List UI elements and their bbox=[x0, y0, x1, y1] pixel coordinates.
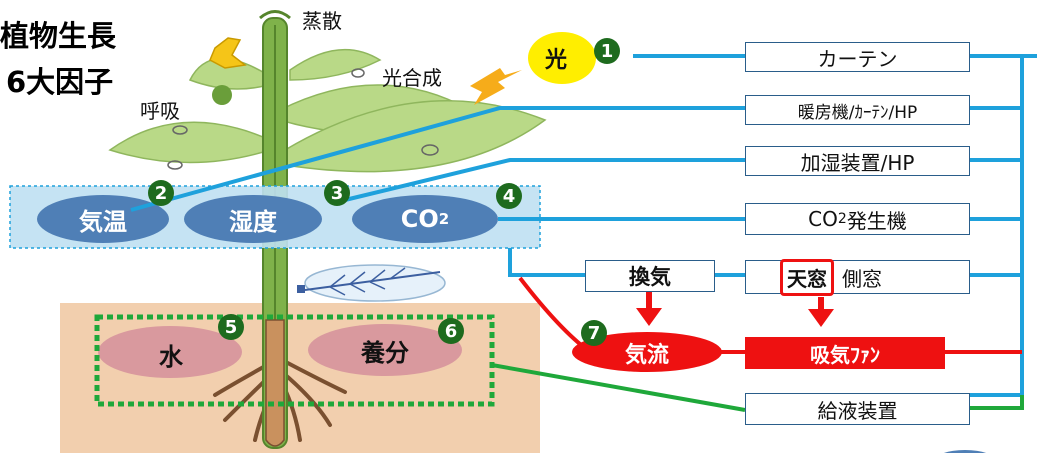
badge-7: 7 bbox=[581, 320, 607, 346]
equipment-window-group: 天窓 側窓 bbox=[745, 258, 970, 296]
ellipse-humidity bbox=[184, 195, 322, 243]
factor-light-label: 光 bbox=[544, 48, 567, 73]
equipment-nutrient-supply: 給液装置 bbox=[745, 393, 970, 425]
badge-6: 6 bbox=[438, 318, 464, 344]
equipment-side-window: 側窓 bbox=[842, 266, 882, 291]
blue-lines bbox=[130, 54, 1037, 397]
badge-4: 4 bbox=[496, 183, 522, 209]
title-line2: 6大因子 bbox=[6, 65, 114, 99]
factor-airflow-label: 気流 bbox=[624, 343, 669, 368]
equipment-ventilation: 換気 bbox=[585, 260, 715, 292]
red-arrows bbox=[636, 292, 834, 327]
root-zone bbox=[94, 314, 495, 407]
equipment-curtain: カーテン bbox=[745, 42, 970, 72]
flower bbox=[209, 37, 247, 69]
factor-humidity-label: 湿度 bbox=[229, 207, 277, 236]
green-line bbox=[491, 363, 1022, 412]
equipment-humidifier: 加湿装置/HP bbox=[745, 146, 970, 176]
bud bbox=[212, 85, 232, 105]
label-photosynthesis: 光合成 bbox=[382, 66, 442, 90]
sun-shape bbox=[528, 32, 596, 84]
stem-top bbox=[259, 10, 291, 20]
root-base bbox=[265, 319, 285, 447]
sensor-leaf bbox=[297, 264, 446, 302]
equipment-skylight: 天窓 bbox=[780, 258, 834, 296]
factor-nutrients-label: 養分 bbox=[361, 338, 409, 367]
ellipse-co2 bbox=[352, 195, 498, 243]
stomata bbox=[167, 68, 439, 170]
light-arrow bbox=[470, 68, 522, 105]
badge-5: 5 bbox=[218, 314, 244, 340]
equipment-heater: 暖房機/ｶｰﾃﾝ/HP bbox=[745, 95, 970, 125]
ellipse-nutrients bbox=[308, 324, 462, 376]
ellipse-airflow bbox=[572, 332, 722, 372]
badge-2: 2 bbox=[148, 180, 174, 206]
equipment-intake-fan: 吸気ﾌｧﾝ bbox=[745, 337, 945, 369]
factor-air-temp-label: 気温 bbox=[79, 207, 127, 236]
factor-water-label: 水 bbox=[159, 342, 183, 371]
ellipse-water bbox=[98, 326, 242, 378]
badge-1: 1 bbox=[594, 38, 620, 64]
label-respiration: 呼吸 bbox=[140, 99, 180, 123]
label-transpiration: 蒸散 bbox=[302, 9, 342, 33]
title-line1: 植物生長 bbox=[0, 19, 117, 53]
badge-3: 3 bbox=[324, 180, 350, 206]
leaves bbox=[108, 48, 547, 173]
partial-ellipse bbox=[943, 450, 987, 453]
